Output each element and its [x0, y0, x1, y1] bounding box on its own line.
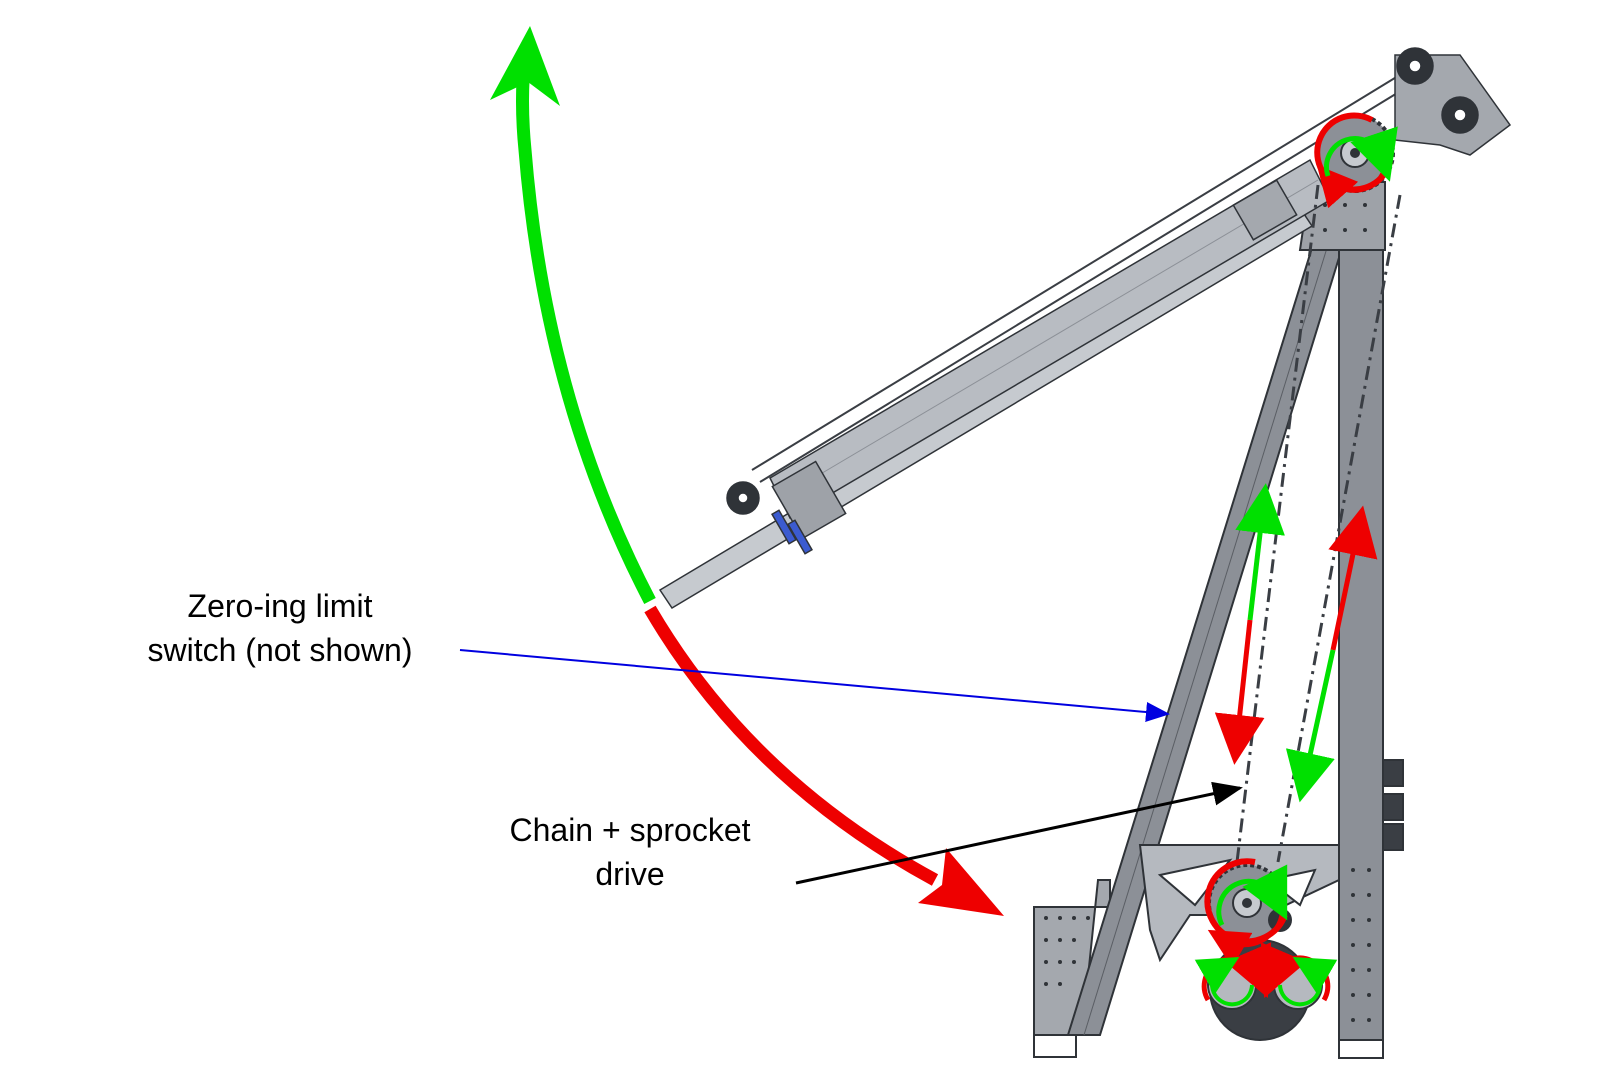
rotation-arrow-icon	[1194, 956, 1254, 1007]
drive-label-line2: drive	[595, 856, 665, 892]
top-sprocket-rotation	[1314, 112, 1398, 209]
arm-belt-lower	[759, 83, 1413, 483]
chain-right-motion	[1285, 505, 1378, 803]
limit-switch-label-line1: Zero-ing limit	[187, 588, 373, 624]
chain-motion-arrow-icon	[1285, 649, 1336, 803]
arm-end-bracket	[771, 460, 847, 540]
up-arrow-head	[490, 26, 560, 106]
down-arrow-head	[918, 848, 1004, 916]
arm	[658, 47, 1512, 610]
rotation-arrow-icon	[1278, 956, 1338, 1007]
gear-right-rotation	[1260, 942, 1338, 1007]
gear-left-rotation	[1194, 942, 1272, 1007]
limit-switch-label: Zero-ing limit switch (not shown)	[100, 584, 460, 672]
rotation-arrow-icon	[1216, 864, 1288, 927]
down-arrow-icon	[644, 605, 939, 886]
chain-left-motion	[1214, 483, 1285, 765]
limit-switch-label-line2: switch (not shown)	[147, 632, 413, 668]
chain-motion-arrow-icon	[1235, 483, 1285, 621]
rotation-arrow-icon	[1324, 126, 1398, 182]
up-arrow-icon	[516, 54, 656, 605]
limit-switch-pointer	[459, 649, 1170, 722]
gearbox-gear-left	[1207, 960, 1257, 1010]
left-foot-pad	[1033, 1034, 1077, 1058]
drive-label-line1: Chain + sprocket	[509, 812, 751, 848]
bolt-holes	[1044, 203, 1371, 1022]
drive-label: Chain + sprocket drive	[450, 808, 810, 896]
arm-belt-upper	[751, 69, 1409, 471]
right-foot-pad	[1338, 1039, 1384, 1059]
chain-motion-arrow-icon	[1328, 505, 1378, 651]
drive-pointer	[795, 781, 1243, 885]
chain-motion-arrow-icon	[1214, 619, 1265, 765]
